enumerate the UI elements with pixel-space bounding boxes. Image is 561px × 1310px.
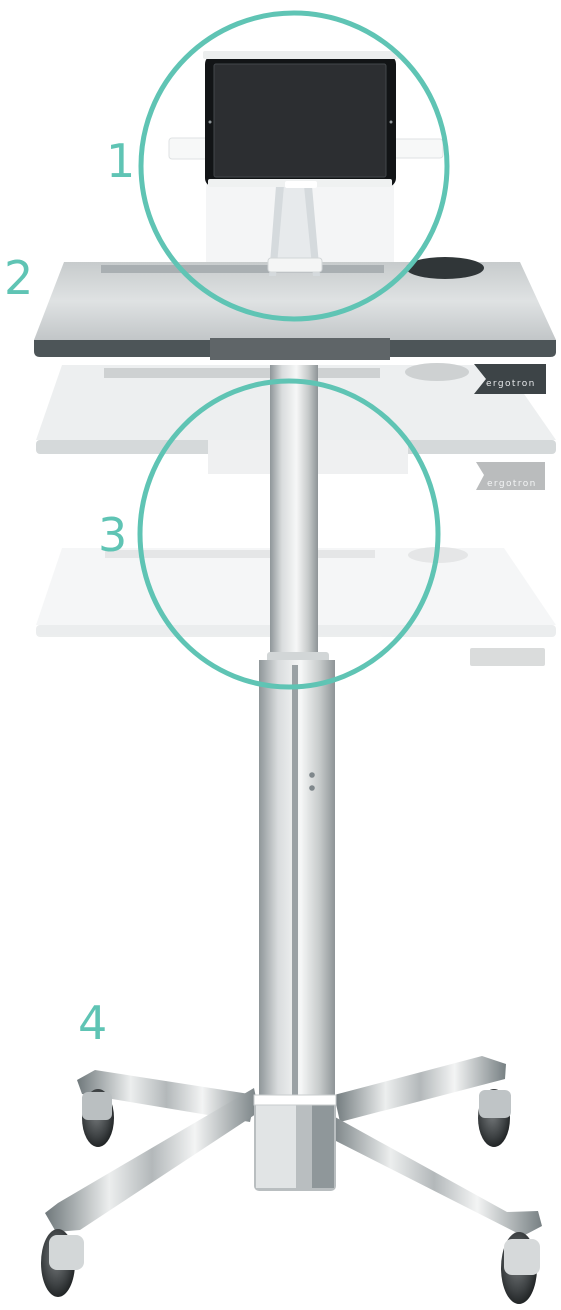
svg-text:ergotron: ergotron [486, 379, 536, 389]
callout-number-3: 3 [98, 508, 128, 562]
callout-number-1: 1 [106, 134, 136, 188]
tablet-holder [168, 51, 444, 276]
callout-number-4: 4 [78, 996, 108, 1050]
cart-base-star-and-casters [41, 1056, 542, 1304]
height-adjustable-column [259, 365, 335, 1107]
callout-number-2: 2 [4, 251, 34, 305]
callout-circle-3 [137, 378, 441, 690]
svg-text:ergotron: ergotron [487, 479, 537, 489]
callout-circles [137, 10, 450, 690]
callout-circle-1 [138, 10, 450, 322]
main-work-surface: ergotron [34, 257, 556, 394]
